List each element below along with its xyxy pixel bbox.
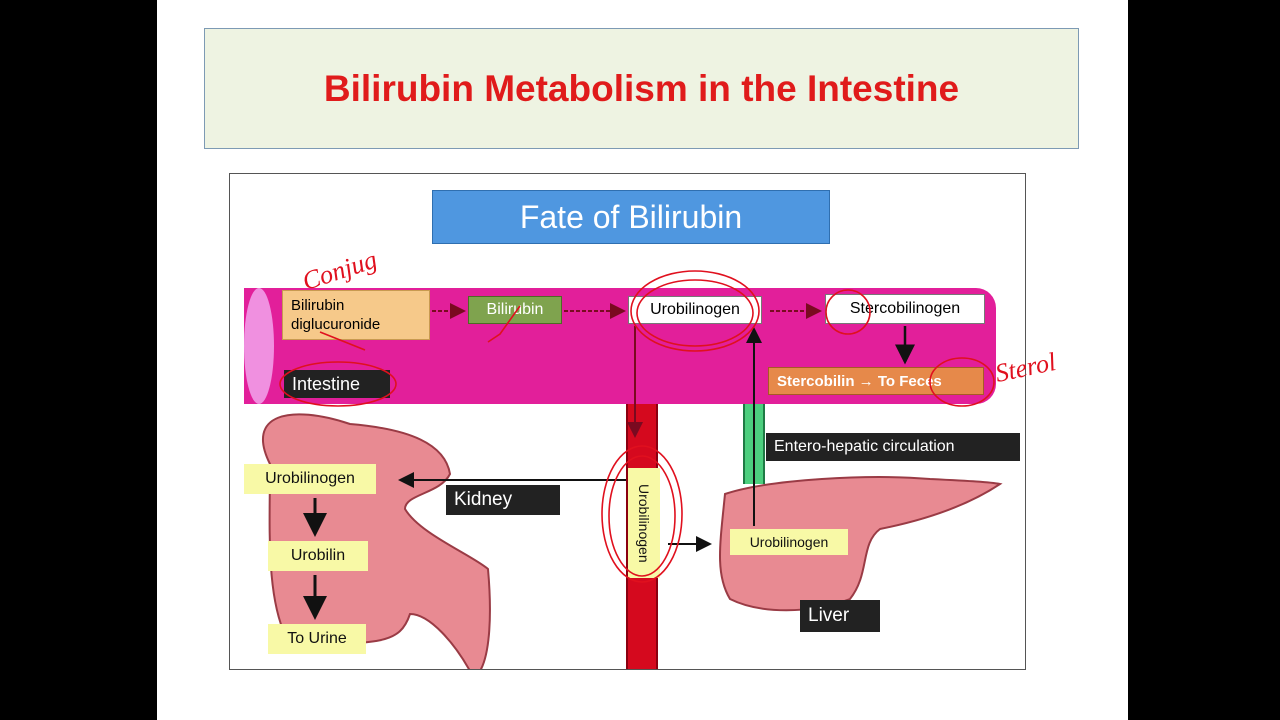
intestine-label: Intestine [292, 373, 361, 394]
handwriting-sterol: Sterol [993, 347, 1059, 388]
kidney-urobilinogen-box: Urobilinogen [244, 464, 376, 494]
intestine-label-box: Intestine [284, 370, 390, 398]
bilirubin-diglucuronide-box: Bilirubin diglucuronide [282, 290, 430, 340]
enterohepatic-label-box: Entero-hepatic circulation [766, 433, 1020, 461]
margin-annotations: Sterol [993, 347, 1059, 388]
vessel-urobilinogen-box: Urobilinogen [628, 468, 660, 578]
urobilinogen-intestine-label: Urobilinogen [650, 301, 740, 318]
bilirubin-diglucuronide-label: Bilirubin diglucuronide [291, 297, 381, 333]
vessel-urobilinogen-label: Urobilinogen [636, 483, 652, 563]
liver-urobilinogen-box: Urobilinogen [730, 529, 848, 555]
title-box: Bilirubin Metabolism in the Intestine [204, 28, 1079, 149]
to-urine-label: To Urine [287, 630, 347, 647]
kidney-label: Kidney [454, 489, 513, 510]
arrows-layer: Conjug [279, 245, 995, 620]
stercobilin-box: Stercobilin → To Feces [768, 367, 984, 395]
kidney-urobilinogen-label: Urobilinogen [265, 470, 355, 487]
to-urine-box: To Urine [268, 624, 366, 654]
slide: Bilirubin Metabolism in the Intestine Fa… [157, 0, 1128, 720]
fate-diagram: Fate of Bilirubin Bilirubin diglucuronid… [229, 173, 1026, 670]
stercobilinogen-box: Stercobilinogen [825, 294, 985, 324]
bilirubin-box: Bilirubin [468, 296, 562, 324]
liver-shape [719, 476, 1003, 612]
bilirubin-label: Bilirubin [486, 301, 544, 318]
kidney-label-box: Kidney [446, 485, 560, 515]
urobilin-label: Urobilin [290, 547, 346, 564]
liver-label: Liver [808, 605, 850, 626]
enterohepatic-label: Entero-hepatic circulation [774, 438, 955, 455]
liver-urobilinogen-label: Urobilinogen [749, 534, 829, 550]
pen-annotations [279, 270, 995, 583]
stercobilinogen-label: Stercobilinogen [849, 300, 961, 317]
stercobilin-label: Stercobilin → To Feces [777, 372, 942, 390]
fate-banner: Fate of Bilirubin [432, 190, 830, 244]
urobilinogen-intestine-box: Urobilinogen [628, 296, 762, 324]
intestine-tube-end [244, 288, 274, 404]
slide-title: Bilirubin Metabolism in the Intestine [323, 67, 960, 109]
liver-label-box: Liver [800, 600, 880, 632]
urobilin-box: Urobilin [268, 541, 368, 571]
